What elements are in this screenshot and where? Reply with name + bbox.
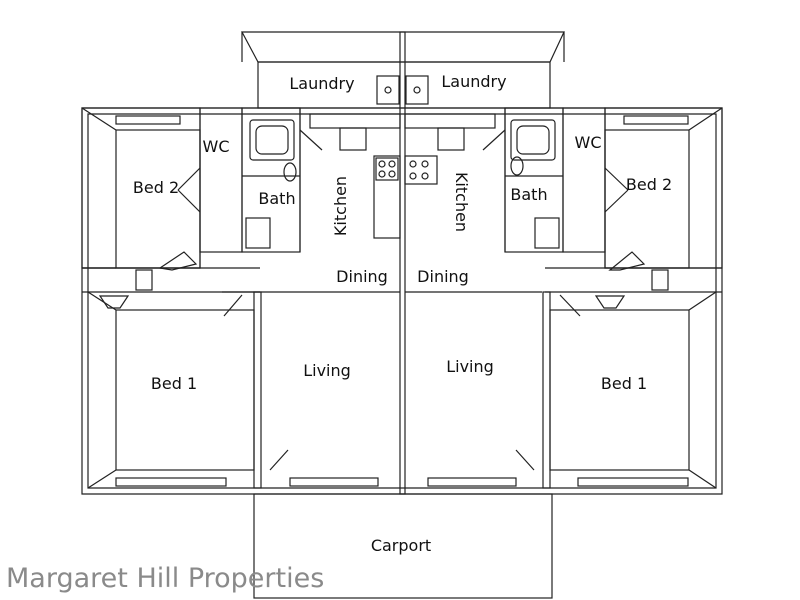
room-label-laundry-right: Laundry [441,72,506,91]
kitchen-right [404,113,496,185]
carport-outline [253,493,553,599]
room-label-living-right: Living [446,357,494,376]
room-label-living-left: Living [303,361,351,380]
room-label-bed2-left: Bed 2 [133,178,179,197]
room-label-bath-right: Bath [510,185,547,204]
bed1-right-room [549,291,717,489]
room-label-bed1-right: Bed 1 [601,374,647,393]
watermark-text: Margaret Hill Properties [6,563,324,594]
room-label-kitchen-left: Kitchen [331,176,350,236]
party-wall [399,31,406,495]
bed1-left-room [87,291,255,489]
laundry-tubs [376,75,429,105]
room-label-dining-right: Dining [417,267,469,286]
room-label-bed1-left: Bed 1 [151,374,197,393]
hall-strip [82,251,722,293]
room-label-dining-left: Dining [336,267,388,286]
living-partitions [222,291,581,489]
laundry-annex [241,31,565,109]
outer-walls [81,107,723,495]
room-label-bed2-right: Bed 2 [626,175,672,194]
room-label-wc-right: WC [575,133,602,152]
room-label-laundry-left: Laundry [289,74,354,93]
room-label-carport: Carport [371,536,431,555]
room-label-kitchen-right: Kitchen [452,172,471,232]
kitchen-left [309,113,401,239]
room-label-bath-left: Bath [258,189,295,208]
room-label-wc-left: WC [203,137,230,156]
front-openings [269,449,535,487]
wet-area-right [482,107,606,253]
wet-area-left [199,107,323,253]
